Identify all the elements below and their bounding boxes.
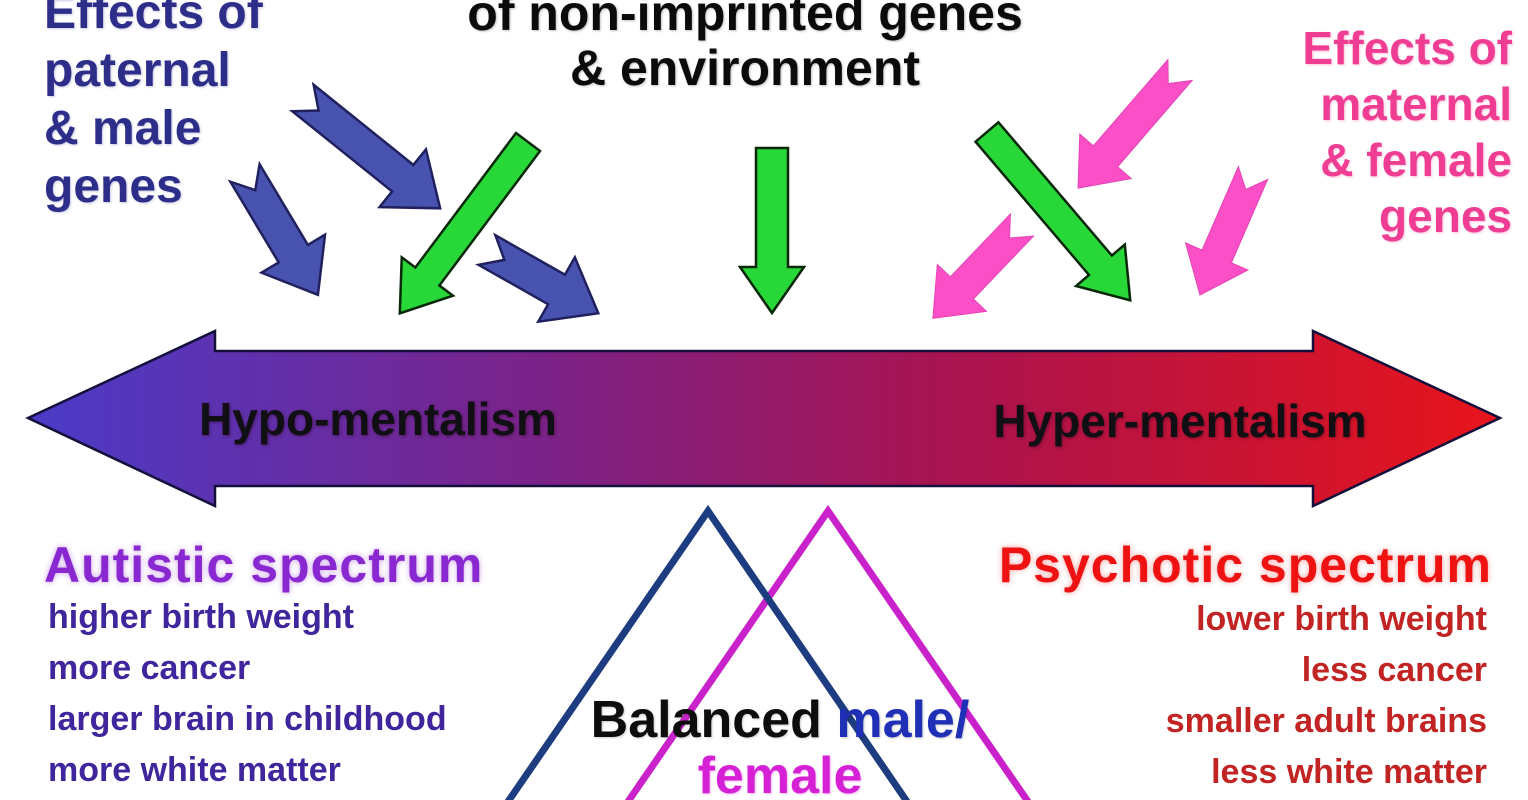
paternal-line: genes xyxy=(44,160,183,213)
environment-down-right-arrow-icon xyxy=(973,120,1132,302)
psychotic-list-item: less cancer xyxy=(1301,651,1487,689)
balanced-male-female-label: Balanced male/ female xyxy=(480,692,1080,800)
paternal-down-right-arrow-icon xyxy=(288,81,442,210)
autistic-spectrum-title: Autistic spectrum xyxy=(44,537,484,593)
psychotic-list-item: less white matter xyxy=(1211,753,1487,791)
paternal-line: paternal xyxy=(44,44,231,97)
environment-down-left-arrow-icon xyxy=(398,131,542,316)
maternal-down-left-arrow-icon xyxy=(932,212,1035,319)
male-text: male/ xyxy=(836,691,970,749)
autistic-list-item: higher birth weight xyxy=(48,598,354,636)
hyper-mentalism-label: Hyper-mentalism xyxy=(993,395,1367,447)
autistic-list-item: more white matter xyxy=(48,751,341,789)
autistic-list-item: more cancer xyxy=(48,649,251,687)
maternal-down-left-arrow-icon xyxy=(1184,165,1269,296)
maternal-line: & female xyxy=(1320,134,1512,186)
psychotic-spectrum-title: Psychotic spectrum xyxy=(998,537,1492,593)
male-distribution-triangle-icon xyxy=(504,504,911,800)
female-distribution-triangle-icon xyxy=(624,504,1032,800)
maternal-line: Effects of xyxy=(1302,22,1512,74)
maternal-down-left-arrow-icon xyxy=(1077,58,1194,189)
paternal-line: Effects of xyxy=(44,0,263,39)
balanced-text: Balanced xyxy=(590,691,837,749)
maternal-line: genes xyxy=(1379,190,1512,242)
psychotic-list-item: lower birth weight xyxy=(1196,600,1487,638)
paternal-line: & male xyxy=(44,102,202,155)
hypo-mentalism-label: Hypo-mentalism xyxy=(199,393,557,445)
non-imprinted-genes-label: of non-imprinted genes & environment xyxy=(383,0,1107,96)
autistic-list-item: larger brain in childhood xyxy=(48,700,447,738)
female-text: female xyxy=(697,747,863,800)
maternal-line: maternal xyxy=(1320,78,1512,130)
mentalism-spectrum-double-arrow-icon xyxy=(25,329,1503,508)
paternal-down-right-arrow-icon xyxy=(475,232,601,324)
non-imprinted-line: & environment xyxy=(569,40,921,96)
environment-down-arrow-icon xyxy=(737,146,807,316)
paternal-genes-label: Effects of paternal & male genes xyxy=(44,0,263,216)
psychotic-list-item: smaller adult brains xyxy=(1165,702,1487,740)
autistic-spectrum-list: higher birth weight more cancer larger b… xyxy=(48,592,447,796)
maternal-genes-label: Effects of maternal & female genes xyxy=(1302,20,1512,244)
paternal-down-right-arrow-icon xyxy=(227,160,327,297)
psychotic-spectrum-list: lower birth weight less cancer smaller a… xyxy=(1166,594,1487,798)
non-imprinted-line: of non-imprinted genes xyxy=(467,0,1023,41)
balanced-male-line: Balanced male/ xyxy=(480,692,1080,748)
